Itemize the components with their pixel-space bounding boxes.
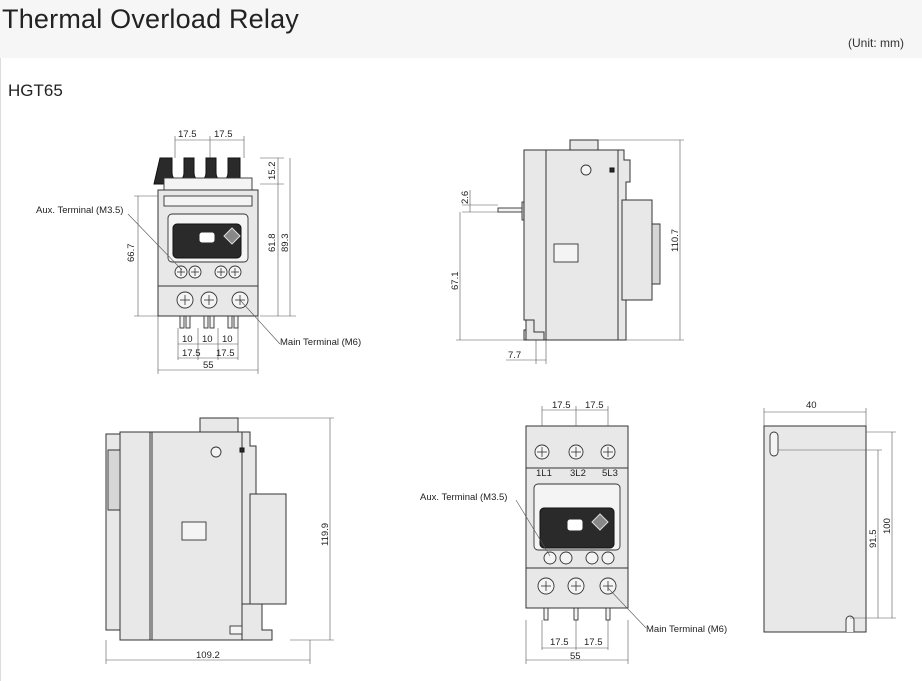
adjust-dial — [223, 227, 241, 245]
dim-text: 15.2 — [267, 162, 278, 181]
dim-text: 55 — [203, 360, 214, 371]
aux-terminal-leader — [127, 213, 183, 271]
reset-button — [199, 232, 215, 243]
dim-text: 17.5 — [550, 637, 569, 648]
side-back-cover — [249, 493, 287, 605]
terminal-mark: 3L2 — [570, 468, 586, 479]
dim-text: 67.1 — [450, 272, 461, 291]
top-terminals — [534, 444, 616, 460]
adjust-dial-2 — [591, 513, 609, 531]
dim-text: 17.5 — [178, 129, 197, 140]
aux-terminal-leader-2 — [515, 499, 551, 557]
header-bar: Thermal Overload Relay (Unit: mm) — [0, 0, 922, 58]
dim-text: 10 — [182, 334, 193, 345]
terminal-mark: 1L1 — [536, 468, 552, 479]
page-title: Thermal Overload Relay — [2, 4, 300, 34]
main-terminal-label: Main Terminal (M6) — [280, 337, 361, 348]
dim-text: 40 — [806, 400, 817, 411]
terminal-mark: 5L3 — [602, 468, 618, 479]
side-top-tab-2 — [199, 417, 239, 433]
main-terminal-leader — [239, 299, 281, 345]
front-view-2 — [515, 406, 647, 664]
aux-terminal-label-2: Aux. Terminal (M3.5) — [420, 492, 507, 503]
dim-text: 7.7 — [508, 350, 521, 361]
side-top-tab — [569, 139, 599, 151]
side-cover-edge — [651, 223, 661, 285]
dim-text: 61.8 — [267, 234, 278, 253]
unit-label: (Unit: mm) — [848, 36, 904, 50]
mount-slot-top — [769, 431, 779, 457]
dim-text: 100 — [882, 518, 893, 534]
side-view-top — [456, 139, 684, 364]
side-view-bottom — [105, 417, 334, 664]
main-terminals — [176, 291, 249, 309]
dim-text: 17.5 — [584, 637, 603, 648]
side-pin — [497, 207, 525, 213]
dim-text: 17.5 — [216, 348, 235, 359]
side-cover-left — [119, 431, 151, 641]
reset-button-2 — [567, 519, 583, 531]
side-cover-left-edge — [107, 449, 121, 511]
bottom-pins — [179, 315, 239, 329]
dim-text: 110.7 — [670, 229, 681, 252]
mount-slot-bottom — [845, 615, 855, 632]
dim-text: 2.6 — [460, 191, 471, 204]
aux-terminal-label: Aux. Terminal (M3.5) — [36, 205, 123, 216]
dim-text: 66.7 — [126, 244, 137, 263]
side-clip-2 — [181, 521, 207, 541]
dim-text: 17.5 — [214, 129, 233, 140]
main-terminals-2 — [537, 577, 617, 595]
dim-text: 119.9 — [320, 523, 331, 546]
dim-text: 17.5 — [182, 348, 201, 359]
side-clip — [553, 243, 579, 263]
aux-terminals-2 — [543, 551, 615, 565]
lug-base — [163, 177, 253, 191]
dim-text: 55 — [570, 651, 581, 662]
aux-terminals — [174, 265, 242, 279]
main-terminal-leader-2 — [607, 587, 647, 629]
dim-text: 17.5 — [585, 400, 604, 411]
model-name: HGT65 — [8, 81, 63, 100]
back-plate — [763, 425, 867, 633]
dim-text: 91.5 — [868, 530, 879, 549]
top-ridge — [163, 195, 253, 207]
dim-text: 10 — [222, 334, 233, 345]
dim-text: 10 — [202, 334, 213, 345]
back-view — [763, 408, 896, 633]
dim-text: 109.2 — [196, 650, 220, 661]
dim-text: 89.3 — [280, 234, 291, 253]
dim-text: 17.5 — [552, 400, 571, 411]
front-view — [127, 136, 296, 374]
main-terminal-label-2: Main Terminal (M6) — [646, 624, 727, 635]
side-cover — [621, 199, 653, 301]
